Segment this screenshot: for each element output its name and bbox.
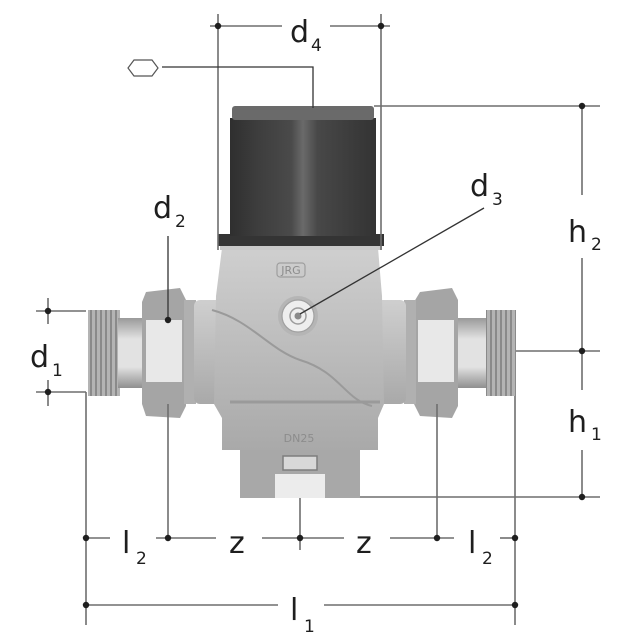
dimension-d2: d 2 [153,191,186,324]
svg-text:1: 1 [52,361,63,381]
svg-text:1: 1 [304,617,315,637]
svg-text:4: 4 [311,36,322,56]
label-d3: d [470,169,489,204]
brand-mark: JRG [280,264,300,277]
gauge-port [278,296,318,336]
dimension-d4: d 4 [210,14,390,250]
left-union-nut [142,288,196,418]
svg-text:1: 1 [591,425,602,445]
label-d1: d [30,340,49,375]
dimension-d3: d 3 [299,169,503,315]
left-threaded-connector [88,310,146,396]
dimension-lengths: l 2 z z l 2 l 1 [82,392,519,637]
right-union-nut [404,288,458,418]
label-d2: d [153,191,172,226]
valve-illustration: JRG DN25 [88,106,516,498]
svg-text:3: 3 [492,190,503,210]
bottom-plug [240,450,360,498]
dimension-d1: d 1 [30,298,86,406]
size-mark: DN25 [284,432,315,445]
label-l2-left: l [122,526,130,561]
brand-plate [276,262,306,278]
hexagon-icon [127,59,159,77]
label-z-right: z [356,526,372,561]
wrench-size-callout [127,59,314,108]
label-h1: h [568,405,587,440]
label-z-left: z [229,526,245,561]
valve-body-housing [214,248,384,450]
label-h2: h [568,215,587,250]
label-d4: d [290,15,309,50]
dimension-h2-h1: h 2 h 1 [360,102,602,501]
label-l1: l [290,593,298,628]
svg-text:2: 2 [482,549,493,569]
right-threaded-connector [454,310,516,396]
adjusting-cap [218,106,384,250]
svg-text:2: 2 [175,212,186,232]
svg-text:2: 2 [136,549,147,569]
label-l2-right: l [468,526,476,561]
svg-text:2: 2 [591,235,602,255]
